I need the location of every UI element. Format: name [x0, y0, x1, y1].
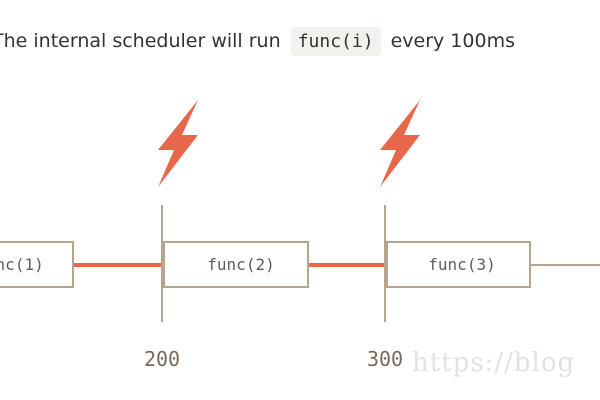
- func-box-3-label: func(3): [428, 255, 495, 274]
- func-box-2-label: func(2): [207, 255, 274, 274]
- caption-text-after: every 100ms: [390, 30, 515, 52]
- lightning-icon: [380, 100, 420, 187]
- caption-code: func(i): [290, 27, 381, 56]
- func-box-3: func(3): [386, 241, 531, 288]
- tick-label-200: 200: [144, 347, 180, 371]
- func-box-2: func(2): [163, 241, 309, 288]
- lightning-icon: [158, 100, 198, 187]
- watermark: https://blog: [412, 348, 576, 378]
- diagram-caption: The internal scheduler will run func(i) …: [0, 27, 515, 56]
- caption-text-before: The internal scheduler will run: [0, 30, 281, 52]
- func-box-1-label: func(1): [0, 255, 44, 274]
- func-box-1: func(1): [0, 241, 74, 288]
- tick-label-300: 300: [367, 347, 403, 371]
